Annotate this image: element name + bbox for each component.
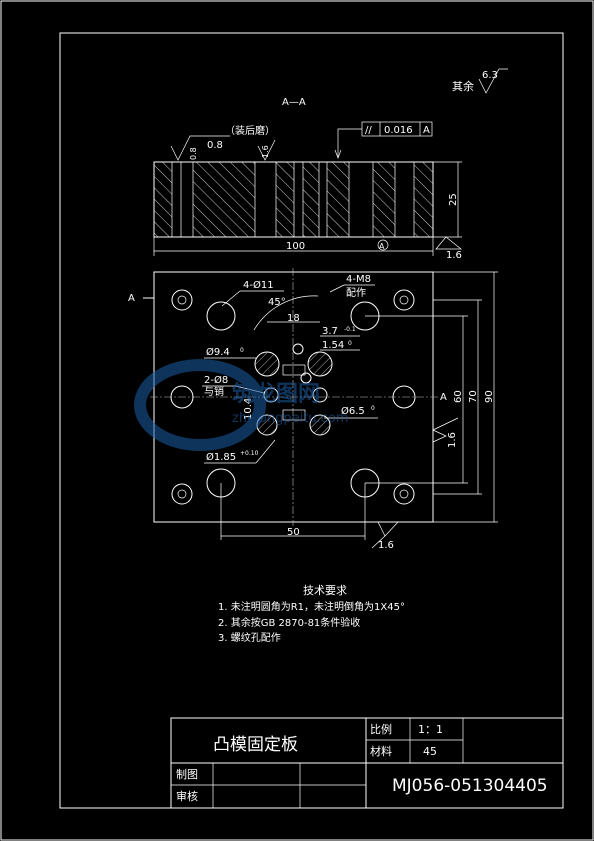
svg-text:70: 70 bbox=[468, 390, 479, 403]
svg-text:45°: 45° bbox=[268, 297, 286, 308]
plan-view: A A 4-Ø11 4-M8 配作 45° bbox=[128, 268, 498, 551]
svg-text:比例: 比例 bbox=[370, 722, 392, 736]
svg-text:制图: 制图 bbox=[176, 768, 198, 781]
svg-text:A: A bbox=[423, 125, 430, 136]
svg-text:6.3: 6.3 bbox=[482, 70, 498, 81]
svg-text:1.6: 1.6 bbox=[261, 145, 270, 158]
svg-text:60: 60 bbox=[453, 390, 464, 403]
svg-text:+0.10: +0.10 bbox=[240, 450, 259, 457]
dim-thickness: 25 bbox=[448, 193, 459, 206]
svg-text:配作: 配作 bbox=[346, 287, 366, 299]
svg-text://: // bbox=[365, 125, 372, 136]
parallelism-frame: // 0.016 A bbox=[334, 121, 433, 159]
svg-text:与销: 与销 bbox=[204, 385, 224, 398]
title-block: 凸模固定板 比例 1：1 材料 45 制图 审核 MJ056-051304405 bbox=[170, 717, 564, 809]
svg-text:技术要求: 技术要求 bbox=[303, 584, 347, 597]
svg-text:45: 45 bbox=[423, 745, 437, 758]
svg-text:其余: 其余 bbox=[452, 79, 474, 93]
section-label: A—A bbox=[282, 97, 306, 108]
technical-requirements: 技术要求 1. 未注明圆角为R1，未注明倒角为1X45° 2. 其余按GB 28… bbox=[218, 584, 405, 644]
svg-text:0: 0 bbox=[348, 340, 352, 347]
svg-text:18: 18 bbox=[287, 313, 300, 324]
part-name: 凸模固定板 bbox=[213, 735, 298, 755]
svg-text:0.016: 0.016 bbox=[384, 125, 413, 136]
watermark: 筑龙图网 zhulongpeitu.com bbox=[134, 359, 348, 451]
svg-text:1.6: 1.6 bbox=[446, 250, 462, 261]
svg-text:1.6: 1.6 bbox=[447, 432, 458, 448]
svg-text:4-M8: 4-M8 bbox=[346, 274, 371, 285]
svg-text:-0.1: -0.1 bbox=[344, 326, 356, 333]
svg-text:材料: 材料 bbox=[370, 744, 392, 758]
svg-text:1.6: 1.6 bbox=[378, 540, 394, 551]
svg-text:10.4: 10.4 bbox=[243, 398, 254, 420]
svg-text:4-Ø11: 4-Ø11 bbox=[243, 279, 274, 291]
svg-text:0: 0 bbox=[371, 405, 375, 412]
svg-text:0.8: 0.8 bbox=[189, 147, 198, 160]
svg-text:Ø9.4: Ø9.4 bbox=[206, 346, 230, 358]
svg-text:0: 0 bbox=[240, 347, 244, 354]
svg-text:3.7: 3.7 bbox=[322, 326, 338, 337]
svg-text:90: 90 bbox=[484, 390, 495, 403]
svg-text:筑龙图网: 筑龙图网 bbox=[232, 381, 320, 407]
drawing-number: MJ056-051304405 bbox=[392, 776, 548, 796]
svg-text:Ø6.5: Ø6.5 bbox=[341, 405, 365, 417]
svg-text:1：1: 1：1 bbox=[418, 723, 443, 736]
svg-text:0.8: 0.8 bbox=[207, 140, 223, 151]
svg-text:3. 螺纹孔配作: 3. 螺纹孔配作 bbox=[218, 631, 281, 644]
svg-text:50: 50 bbox=[287, 527, 300, 538]
svg-text:A: A bbox=[379, 242, 385, 251]
svg-text:Ø1.85: Ø1.85 bbox=[206, 451, 236, 463]
svg-text:A: A bbox=[128, 293, 135, 304]
svg-text:2. 其余按GB 2870-81条件验收: 2. 其余按GB 2870-81条件验收 bbox=[218, 616, 360, 629]
svg-text:1. 未注明圆角为R1，未注明倒角为1X45°: 1. 未注明圆角为R1，未注明倒角为1X45° bbox=[218, 600, 405, 613]
svg-text:1.54: 1.54 bbox=[322, 340, 344, 351]
svg-text:zhulongpeitu.com: zhulongpeitu.com bbox=[232, 411, 348, 426]
svg-text:2-Ø8: 2-Ø8 bbox=[204, 374, 228, 386]
rest-roughness: 其余 6.3 bbox=[452, 68, 508, 94]
after-assembly-note: （装后磨） bbox=[225, 124, 275, 137]
dim-width: 100 bbox=[286, 241, 305, 252]
section-view: （装后磨） 0.8 0.8 1.6 // 0.016 A bbox=[153, 121, 462, 261]
svg-text:审核: 审核 bbox=[176, 789, 198, 803]
svg-text:A: A bbox=[440, 392, 447, 403]
